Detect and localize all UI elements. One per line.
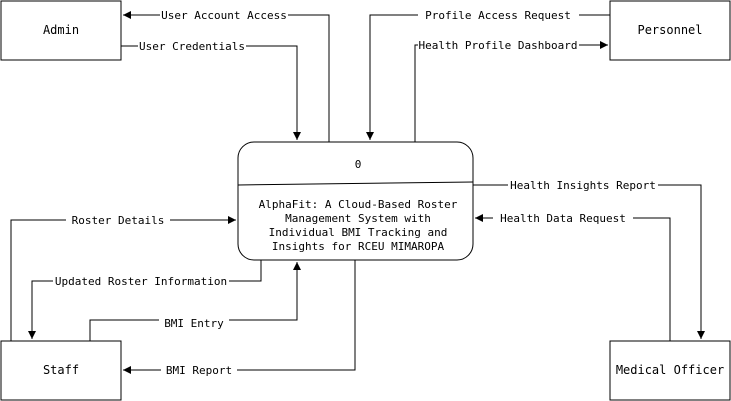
process-name-line-3: Individual BMI Tracking and xyxy=(269,226,448,239)
process-0[interactable]: 0 AlphaFit: A Cloud-Based Roster Managem… xyxy=(237,141,474,261)
process-name-line-4: Insights for RCEU MIMAROPA xyxy=(272,240,445,253)
entity-staff[interactable]: Staff xyxy=(0,340,122,401)
entity-medical-officer-label: Medical Officer xyxy=(616,363,724,377)
flow-bmi-entry-label: BMI Entry xyxy=(164,317,224,330)
process-name-line-2: Management System with xyxy=(285,212,431,225)
process-name-line-1: AlphaFit: A Cloud-Based Roster xyxy=(259,198,458,211)
flow-health-profile-dashboard-label: Health Profile Dashboard xyxy=(419,39,578,52)
flow-profile-access-request-label: Profile Access Request xyxy=(425,9,571,22)
entity-personnel-label: Personnel xyxy=(637,23,702,37)
flow-profile-access-request-line xyxy=(366,14,610,140)
flow-health-insights-report-line xyxy=(473,184,705,339)
flow-user-credentials-line xyxy=(121,45,301,140)
entity-medical-officer[interactable]: Medical Officer xyxy=(609,340,731,401)
flow-roster-details-label: Roster Details xyxy=(72,214,165,227)
flow-bmi-report-label: BMI Report xyxy=(166,364,232,377)
flow-updated-roster-information-label: Updated Roster Information xyxy=(55,275,227,288)
entity-staff-label: Staff xyxy=(43,363,79,377)
flow-health-profile-dashboard-line xyxy=(414,41,608,142)
entity-admin-label: Admin xyxy=(43,23,79,37)
flow-health-data-request-line xyxy=(475,214,671,341)
flow-user-account-access-label: User Account Access xyxy=(161,9,287,22)
entity-personnel[interactable]: Personnel xyxy=(609,0,731,61)
flow-user-credentials-label: User Credentials xyxy=(139,40,245,53)
entity-admin[interactable]: Admin xyxy=(0,0,122,61)
flow-user-account-access-line xyxy=(123,11,330,142)
flow-health-data-request-label: Health Data Request xyxy=(500,212,626,225)
process-number: 0 xyxy=(355,158,362,171)
flow-health-insights-report-label: Health Insights Report xyxy=(510,179,656,192)
